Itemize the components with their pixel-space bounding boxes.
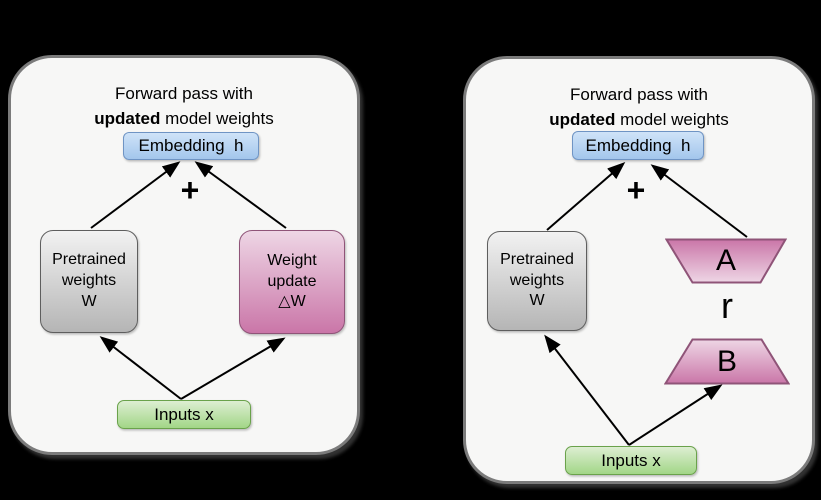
inputs-node: Inputs x bbox=[117, 400, 251, 429]
arrow-inputs-to-pretrained bbox=[99, 336, 182, 400]
embedding-node: Embedding h bbox=[572, 131, 704, 160]
panel-title-line2: updated model weights bbox=[549, 109, 729, 129]
matrix-a-node: A bbox=[665, 238, 787, 284]
arrow-matrix-a-to-embedding bbox=[650, 164, 748, 238]
inputs-node: Inputs x bbox=[565, 446, 697, 475]
matrix-a-shape bbox=[665, 238, 787, 284]
arrow-inputs-to-weight-update bbox=[180, 337, 286, 400]
plus-operator: + bbox=[180, 171, 200, 208]
arrow-weight-update-to-embedding bbox=[194, 161, 287, 229]
arrow-inputs-to-matrix-b bbox=[628, 384, 723, 446]
embedding-node: Embedding h bbox=[123, 132, 259, 160]
matrix-b-node: B bbox=[664, 338, 790, 385]
panel-title-line1: Forward pass with bbox=[570, 85, 708, 104]
pretrained-line2: weights bbox=[509, 271, 565, 289]
panel-title-line1: Forward pass with bbox=[115, 84, 253, 103]
matrix-b-label: B bbox=[716, 344, 737, 378]
pretrained-line3: W bbox=[81, 292, 97, 310]
pretrained-line1: Pretrained bbox=[500, 250, 574, 268]
panel-title: Forward pass with updated model weights bbox=[11, 82, 357, 131]
arrow-pretrained-to-embedding bbox=[90, 161, 181, 229]
weight-update-line3: △W bbox=[278, 293, 306, 311]
panel-lora: Forward pass with updated model weights … bbox=[463, 56, 815, 484]
arrow-pretrained-to-embedding bbox=[546, 162, 626, 231]
panel-full-finetuning: Forward pass with updated model weights … bbox=[8, 55, 360, 455]
weight-update-line2: update bbox=[267, 272, 317, 290]
pretrained-line3: W bbox=[529, 292, 545, 310]
pretrained-line2: weights bbox=[61, 272, 117, 290]
arrow-inputs-to-pretrained bbox=[544, 334, 630, 446]
matrix-b-shape bbox=[664, 338, 790, 385]
weight-update-line1: Weight bbox=[267, 251, 317, 269]
pretrained-weights-node: Pretrained weights W bbox=[40, 230, 138, 333]
pretrained-weights-node: Pretrained weights W bbox=[487, 231, 587, 331]
pretrained-line1: Pretrained bbox=[52, 251, 126, 269]
plus-operator: + bbox=[626, 171, 646, 208]
panel-title: Forward pass with updated model weights bbox=[466, 83, 812, 132]
matrix-a-label: A bbox=[715, 244, 736, 277]
weight-update-node: Weight update △W bbox=[239, 230, 345, 334]
rank-label: r bbox=[721, 285, 733, 326]
panel-title-line2: updated model weights bbox=[94, 108, 274, 128]
